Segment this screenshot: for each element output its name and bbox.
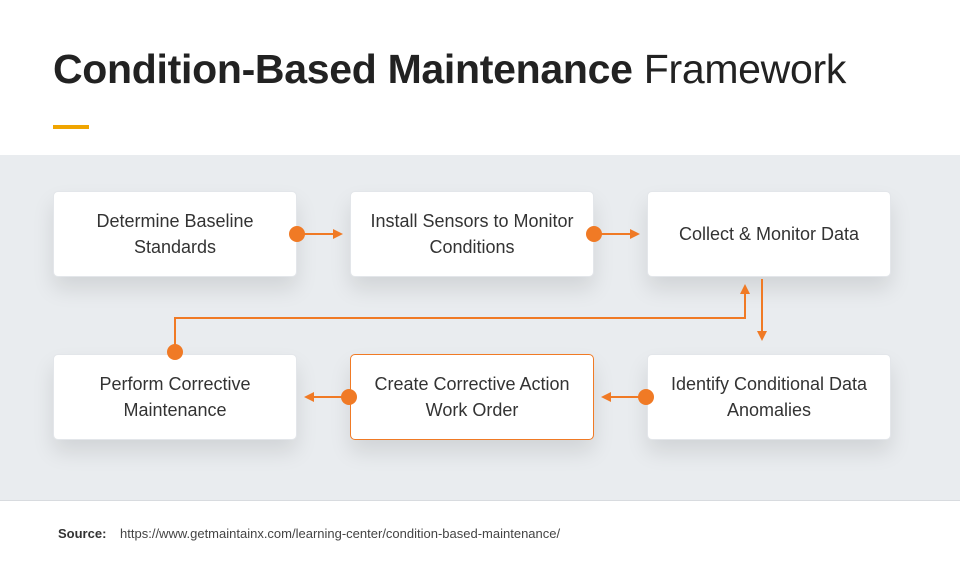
step-create-work-order: Create Corrective Action Work Order — [350, 354, 594, 440]
step-determine-baseline-standards: Determine Baseline Standards — [53, 191, 297, 277]
source-label: Source: — [58, 526, 107, 541]
header: Condition-Based Maintenance Framework — [0, 0, 960, 155]
source-url-link[interactable]: https://www.getmaintainx.com/learning-ce… — [120, 526, 561, 541]
source-credit: Source: https://www.getmaintainx.com/lea… — [58, 526, 560, 541]
title-accent-bar — [53, 125, 89, 129]
page-title: Condition-Based Maintenance Framework — [53, 46, 846, 93]
title-light-part: Framework — [643, 46, 847, 92]
panel-divider — [0, 500, 960, 501]
step-perform-corrective-maintenance: Perform Corrective Maintenance — [53, 354, 297, 440]
title-bold-part: Condition-Based Maintenance — [53, 46, 633, 92]
step-identify-anomalies: Identify Conditional Data Anomalies — [647, 354, 891, 440]
step-install-sensors: Install Sensors to Monitor Conditions — [350, 191, 594, 277]
step-collect-monitor-data: Collect & Monitor Data — [647, 191, 891, 277]
